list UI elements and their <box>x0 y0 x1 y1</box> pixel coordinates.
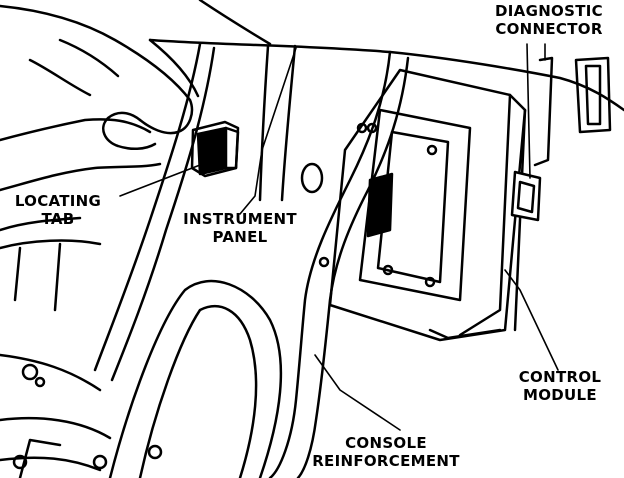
console-reinforcement-line-2: REINFORCEMENT <box>312 452 460 470</box>
console-reinforcement-line-1: CONSOLE <box>345 434 427 452</box>
control-module-label: CONTROL MODULE <box>500 368 620 404</box>
locating-tab-line-2: TAB <box>41 210 75 228</box>
instrument-panel-line-1: INSTRUMENT <box>183 210 297 228</box>
instrument-panel-label: INSTRUMENT PANEL <box>170 210 310 246</box>
diagnostic-connector-part <box>510 56 612 222</box>
locating-tab-label: LOCATING TAB <box>0 192 116 228</box>
diagnostic-connector-line-2: CONNECTOR <box>495 20 603 38</box>
control-module-line-1: CONTROL <box>518 368 602 386</box>
technician-hand <box>0 0 272 232</box>
diagnostic-connector-line-1: DIAGNOSTIC <box>495 2 603 20</box>
diagnostic-connector-label: DIAGNOSTIC CONNECTOR <box>474 2 624 38</box>
control-module-box <box>328 68 527 342</box>
instrument-panel-line-2: PANEL <box>212 228 268 246</box>
console-reinforcement-label: CONSOLE REINFORCEMENT <box>296 434 476 470</box>
locating-tab-line-1: LOCATING <box>14 192 102 210</box>
leader-lines <box>119 43 559 431</box>
instrument-panel-edge <box>93 38 624 382</box>
console-tray <box>0 239 283 478</box>
control-module-line-2: MODULE <box>523 386 597 404</box>
locating-tab-part <box>190 120 240 178</box>
